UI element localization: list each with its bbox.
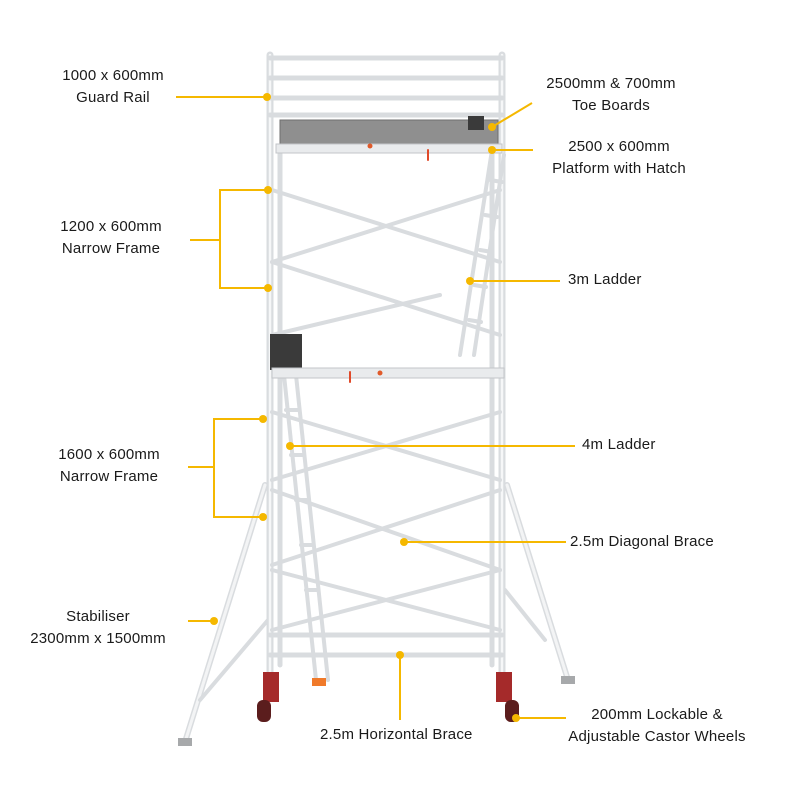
castor-wheels-line2: Adjustable Castor Wheels [544, 726, 770, 748]
castor-wheels [257, 672, 519, 722]
stabiliser-left [185, 485, 268, 742]
label-diagonal-brace: 2.5m Diagonal Brace [570, 531, 714, 553]
label-guard-rail: 1000 x 600mm Guard Rail [38, 65, 188, 109]
mid-platform [270, 334, 504, 382]
stabiliser-size: 2300mm x 1500mm [12, 628, 184, 650]
stabiliser-name: Stabiliser [12, 606, 184, 628]
scaffold-tower [178, 55, 575, 746]
label-toe-boards: 2500mm & 700mm Toe Boards [516, 73, 706, 117]
label-stabiliser: Stabiliser 2300mm x 1500mm [12, 606, 184, 650]
label-ladder-4m: 4m Ladder [582, 434, 656, 456]
label-castor-wheels: 200mm Lockable & Adjustable Castor Wheel… [544, 704, 770, 748]
toe-boards-size: 2500mm & 700mm [516, 73, 706, 95]
platform-size: 2500 x 600mm [524, 136, 714, 158]
guard-rail-name: Guard Rail [38, 87, 188, 109]
diagonal-brace-name: 2.5m Diagonal Brace [570, 531, 714, 553]
top-platform [276, 116, 502, 160]
platform-name: Platform with Hatch [524, 158, 714, 180]
callout-dots [210, 93, 520, 722]
label-narrow-frame-1600: 1600 x 600mm Narrow Frame [34, 444, 184, 488]
stabiliser-foot-right [561, 676, 575, 684]
narrow-frame-1600-size: 1600 x 600mm [34, 444, 184, 466]
stabiliser-right [505, 485, 568, 680]
stabiliser-foot-left [178, 738, 192, 746]
ladder-3m-name: 3m Ladder [568, 269, 642, 291]
toe-boards-name: Toe Boards [516, 95, 706, 117]
horizontal-braces [270, 635, 502, 655]
ladder-4m-name: 4m Ladder [582, 434, 656, 456]
label-narrow-frame-1200: 1200 x 600mm Narrow Frame [36, 216, 186, 260]
label-platform: 2500 x 600mm Platform with Hatch [524, 136, 714, 180]
guard-rail [270, 58, 502, 115]
narrow-frame-1200-size: 1200 x 600mm [36, 216, 186, 238]
ladder-foot [312, 678, 326, 686]
castor-wheels-line1: 200mm Lockable & [544, 704, 770, 726]
narrow-frame-1600-name: Narrow Frame [34, 466, 184, 488]
label-horizontal-brace: 2.5m Horizontal Brace [320, 724, 473, 746]
callout-leaders [176, 97, 575, 720]
guard-rail-size: 1000 x 600mm [38, 65, 188, 87]
label-ladder-3m: 3m Ladder [568, 269, 642, 291]
narrow-frame-1200-name: Narrow Frame [36, 238, 186, 260]
horizontal-brace-name: 2.5m Horizontal Brace [320, 724, 473, 746]
